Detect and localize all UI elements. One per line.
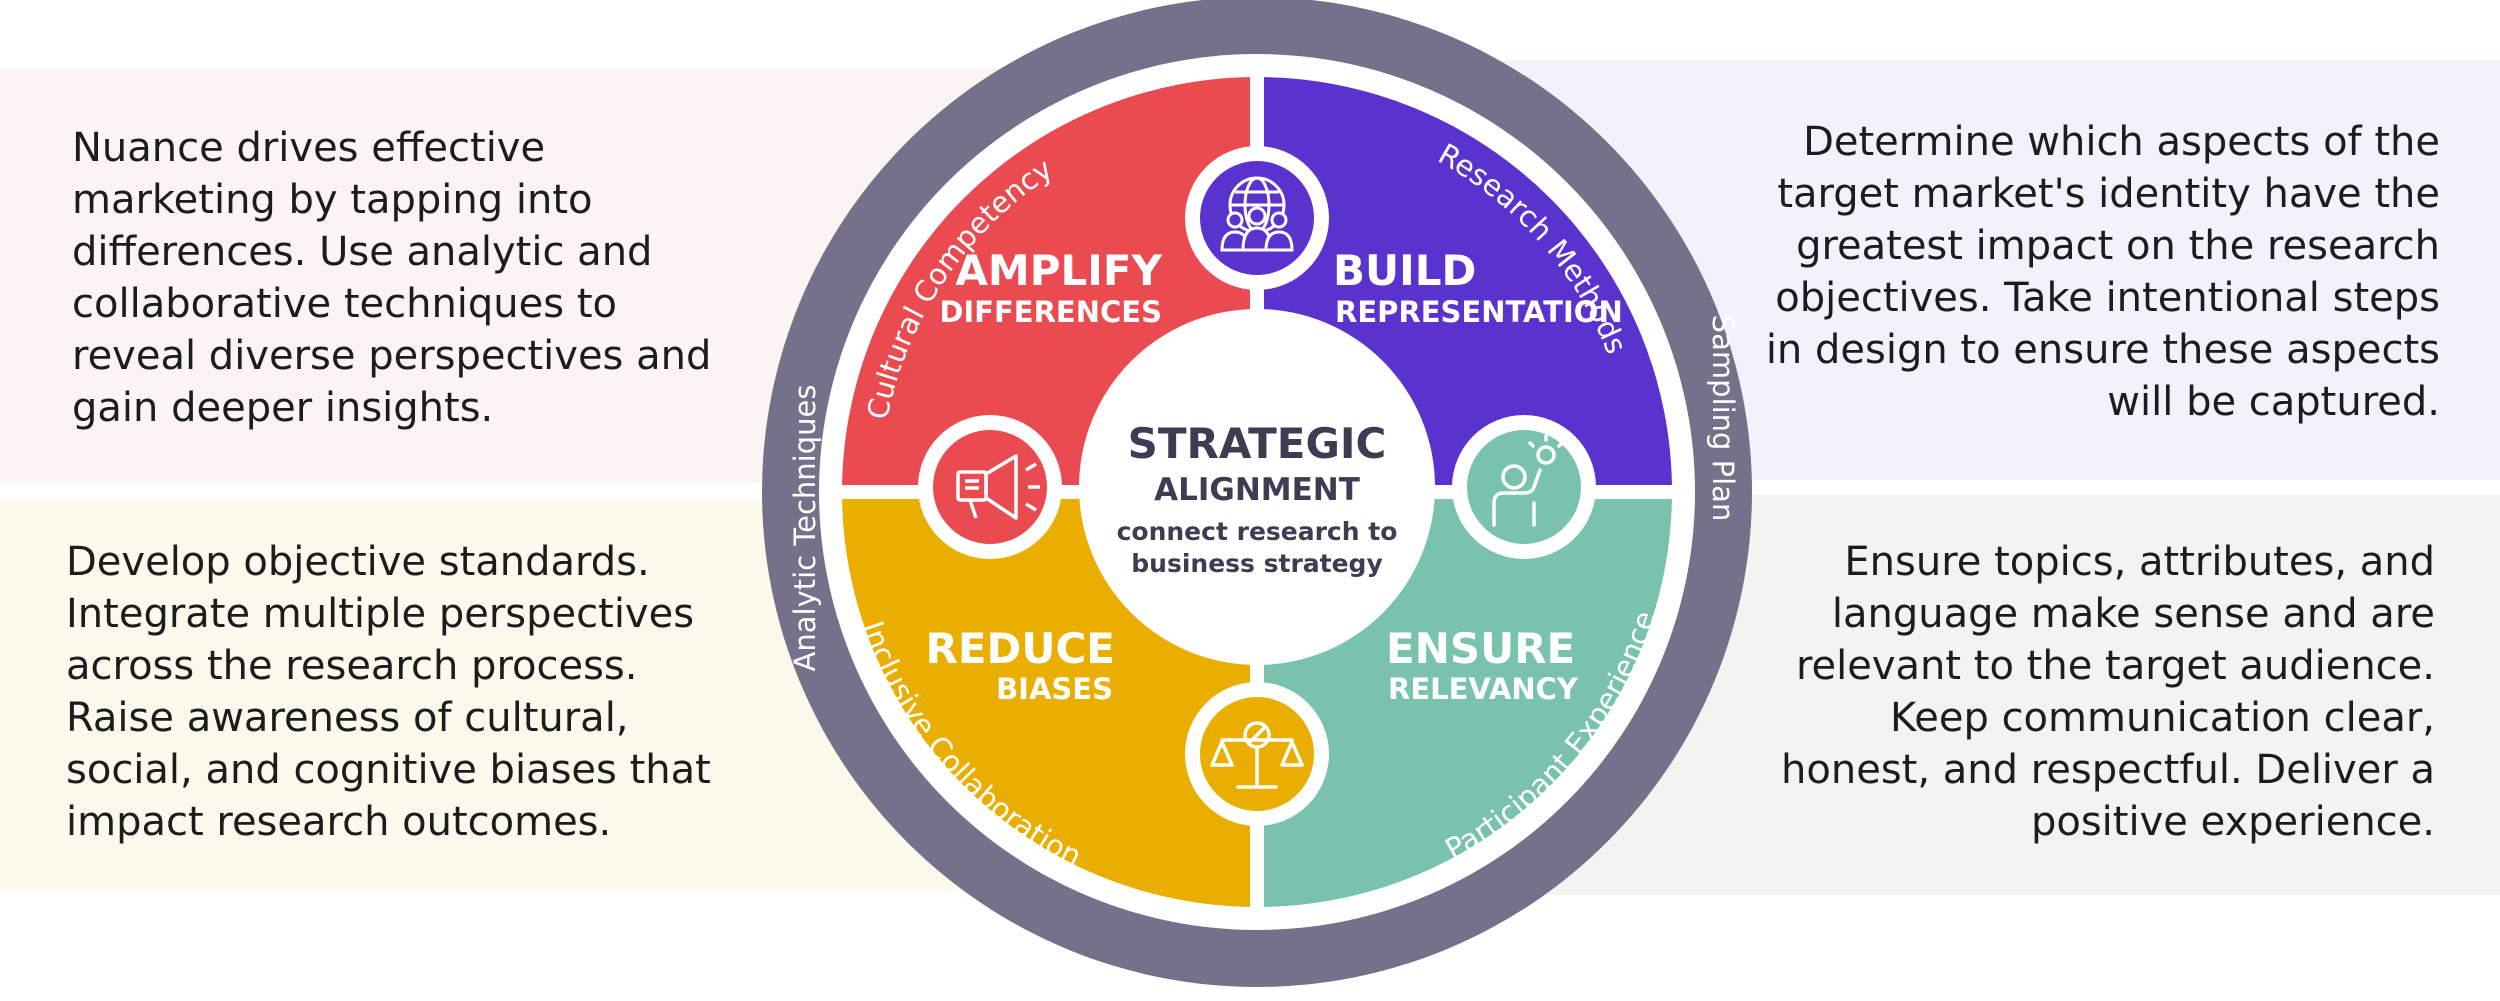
center-subtitle: ALIGNMENT	[1154, 472, 1360, 508]
reduce-title: REDUCE	[925, 624, 1115, 673]
globe-people-icon	[1185, 146, 1329, 290]
idea-person-icon	[1452, 415, 1596, 559]
ensure-subtitle: RELEVANCY	[1388, 672, 1579, 706]
scale-icon	[1185, 682, 1329, 826]
center-circle	[1079, 309, 1435, 665]
amplify-title: AMPLIFY	[955, 246, 1162, 295]
megaphone-icon	[918, 415, 1062, 559]
build-title: BUILD	[1333, 246, 1476, 295]
center-description-line2: business strategy	[1131, 549, 1383, 578]
amplify-subtitle: DIFFERENCES	[939, 295, 1162, 329]
center-title: STRATEGIC	[1128, 419, 1387, 468]
build-description: Determine which aspects of the target ma…	[1765, 119, 2440, 425]
ring-label-analytic-techniques: Analytic Techniques	[788, 385, 822, 672]
amplify-description: Nuance drives effective marketing by tap…	[72, 125, 712, 431]
reduce-description: Develop objective standards. Integrate m…	[66, 539, 711, 845]
reduce-subtitle: BIASES	[996, 672, 1113, 706]
ensure-description: Ensure topics, attributes, and language …	[1781, 539, 2435, 845]
build-subtitle: REPRESENTATION	[1335, 295, 1623, 329]
center-description-line1: connect research to	[1117, 517, 1398, 546]
ensure-title: ENSURE	[1386, 624, 1575, 673]
ring-label-sampling-plan: Sampling Plan	[1706, 315, 1740, 522]
